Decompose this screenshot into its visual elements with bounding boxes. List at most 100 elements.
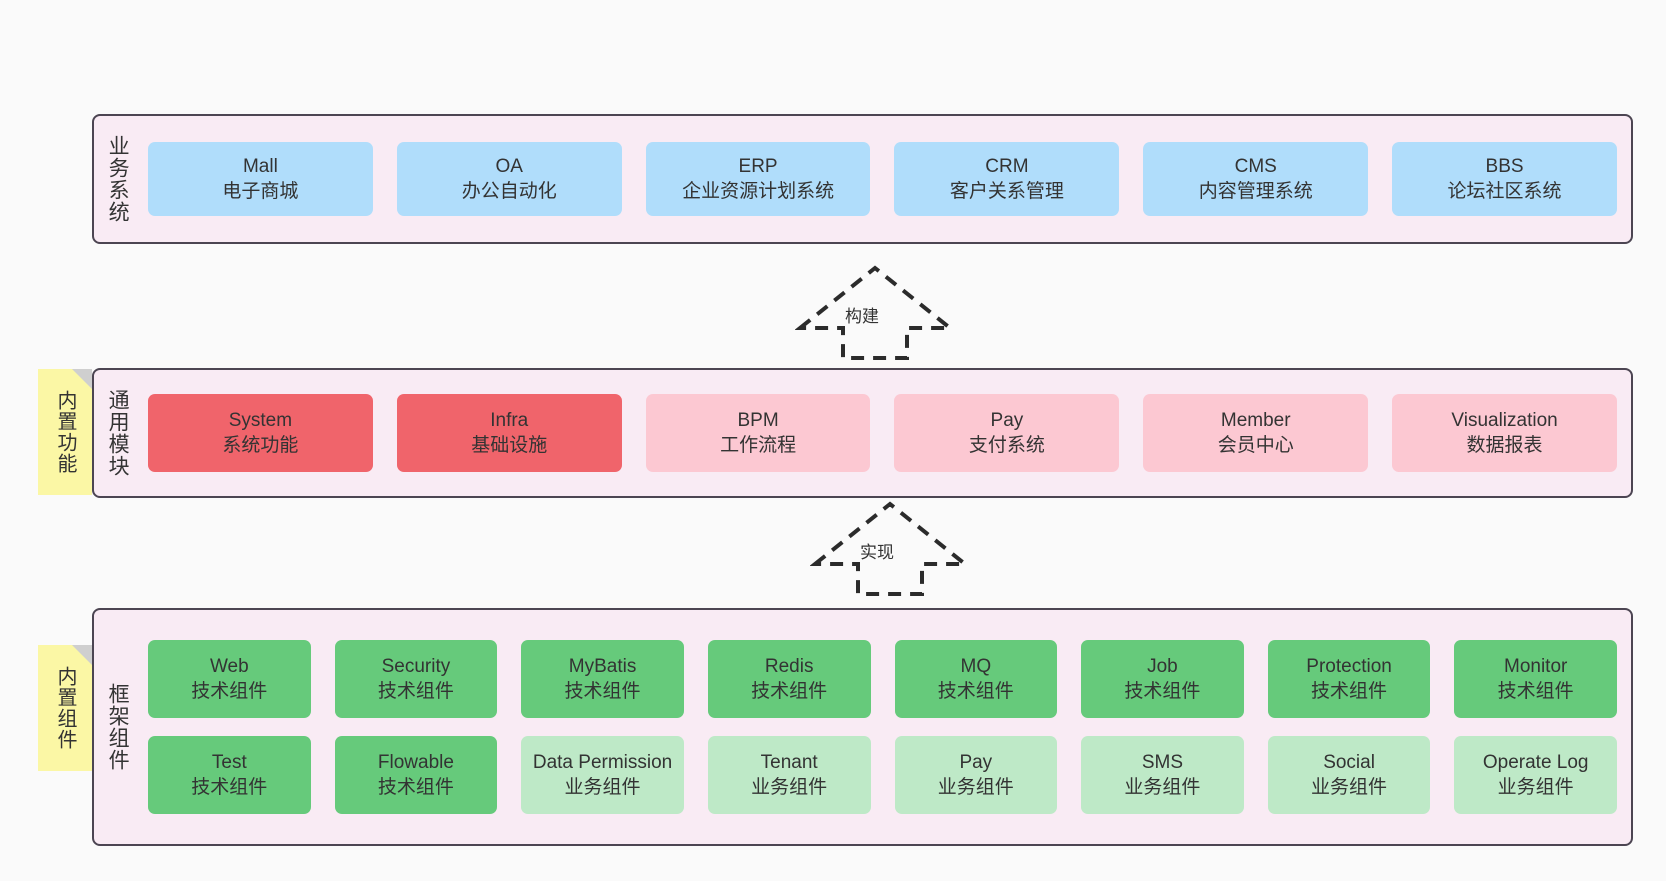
node-job-desc: 技术组件 — [1124, 681, 1201, 702]
node-test-desc: 技术组件 — [191, 777, 268, 798]
node-web-name: Web — [209, 655, 249, 677]
node-test[interactable]: Test 技术组件 — [148, 736, 311, 814]
node-system[interactable]: System 系统功能 — [148, 394, 373, 472]
node-bpm-desc: 工作流程 — [720, 435, 797, 456]
node-member[interactable]: Member 会员中心 — [1143, 394, 1369, 472]
node-protection-desc: 技术组件 — [1311, 681, 1388, 702]
node-member-name: Member — [1220, 409, 1291, 431]
node-pay-component-desc: 业务组件 — [937, 777, 1014, 798]
note-builtin-component-label: 内置组件 — [54, 666, 76, 750]
node-erp[interactable]: ERP 企业资源计划系统 — [645, 142, 871, 216]
node-visualization-name: Visualization — [1451, 409, 1558, 431]
node-cms[interactable]: CMS 内容管理系统 — [1143, 142, 1369, 216]
node-crm-desc: 客户关系管理 — [949, 181, 1064, 202]
node-mall[interactable]: Mall 电子商城 — [148, 142, 373, 216]
node-job-name: Job — [1147, 655, 1178, 677]
node-web[interactable]: Web 技术组件 — [148, 640, 311, 718]
node-mybatis[interactable]: MyBatis 技术组件 — [521, 640, 684, 718]
node-infra-desc: 基础设施 — [471, 435, 548, 456]
node-mybatis-desc: 技术组件 — [564, 681, 641, 702]
common-modules-row: System 系统功能 Infra 基础设施 BPM 工作流程 Pay 支付系统… — [148, 394, 1617, 472]
node-oa-desc: 办公自动化 — [461, 181, 557, 202]
node-redis-name: Redis — [764, 655, 814, 677]
node-sms-desc: 业务组件 — [1124, 777, 1201, 798]
layer-business-systems[interactable]: 业务系统 Mall 电子商城 OA 办公自动化 ERP 企业资源计划系统 CRM… — [92, 114, 1633, 244]
node-mybatis-name: MyBatis — [568, 655, 637, 677]
node-protection[interactable]: Protection 技术组件 — [1267, 640, 1431, 718]
node-sms-name: SMS — [1141, 751, 1184, 773]
node-mall-desc: 电子商城 — [222, 181, 299, 202]
node-data-permission-name: Data Permission — [532, 751, 673, 773]
node-bbs[interactable]: BBS 论坛社区系统 — [1392, 142, 1617, 216]
node-flowable-desc: 技术组件 — [377, 777, 454, 798]
node-data-permission-desc: 业务组件 — [564, 777, 641, 798]
layer-common-modules-body: System 系统功能 Infra 基础设施 BPM 工作流程 Pay 支付系统… — [140, 370, 1631, 496]
layer-business-systems-body: Mall 电子商城 OA 办公自动化 ERP 企业资源计划系统 CRM 客户关系… — [140, 116, 1631, 242]
note-fold-corner-icon — [72, 645, 92, 665]
note-builtin-function[interactable]: 内置功能 — [38, 369, 92, 495]
node-security-name: Security — [381, 655, 451, 677]
node-job[interactable]: Job 技术组件 — [1081, 640, 1244, 718]
node-pay-module[interactable]: Pay 支付系统 — [894, 394, 1120, 472]
node-bbs-desc: 论坛社区系统 — [1447, 181, 1562, 202]
node-cms-desc: 内容管理系统 — [1198, 181, 1313, 202]
layer-common-modules[interactable]: 通用模块 System 系统功能 Infra 基础设施 BPM 工作流程 Pay… — [92, 368, 1633, 498]
node-test-name: Test — [211, 751, 247, 773]
node-flowable[interactable]: Flowable 技术组件 — [334, 736, 498, 814]
arrow-build-label: 构建 — [845, 307, 879, 326]
note-builtin-component[interactable]: 内置组件 — [38, 645, 92, 771]
node-erp-desc: 企业资源计划系统 — [682, 181, 835, 202]
node-pay-component-name: Pay — [959, 751, 993, 773]
node-tenant-desc: 业务组件 — [751, 777, 828, 798]
layer-business-systems-title: 业务系统 — [106, 135, 130, 223]
layer-framework-components[interactable]: 框架组件 Web 技术组件 Security 技术组件 MyBatis 技术组件… — [92, 608, 1633, 846]
node-redis[interactable]: Redis 技术组件 — [707, 640, 871, 718]
node-operate-log-desc: 业务组件 — [1497, 777, 1574, 798]
node-pay-component[interactable]: Pay 业务组件 — [894, 736, 1058, 814]
node-pay-module-name: Pay — [990, 409, 1024, 431]
node-data-permission[interactable]: Data Permission 业务组件 — [521, 736, 684, 814]
node-security[interactable]: Security 技术组件 — [334, 640, 498, 718]
node-operate-log[interactable]: Operate Log 业务组件 — [1454, 736, 1617, 814]
node-monitor-name: Monitor — [1504, 655, 1568, 677]
node-protection-name: Protection — [1306, 655, 1392, 677]
node-bbs-name: BBS — [1485, 155, 1524, 177]
arrow-build-icon — [795, 265, 955, 360]
node-monitor[interactable]: Monitor 技术组件 — [1454, 640, 1617, 718]
node-system-desc: 系统功能 — [222, 435, 299, 456]
node-visualization[interactable]: Visualization 数据报表 — [1392, 394, 1617, 472]
note-fold-corner-icon — [72, 369, 92, 389]
node-mq-name: MQ — [960, 655, 992, 677]
node-security-desc: 技术组件 — [377, 681, 454, 702]
node-bpm-name: BPM — [737, 409, 779, 431]
business-systems-row: Mall 电子商城 OA 办公自动化 ERP 企业资源计划系统 CRM 客户关系… — [148, 142, 1617, 216]
node-mq[interactable]: MQ 技术组件 — [894, 640, 1058, 718]
framework-components-row-1: Web 技术组件 Security 技术组件 MyBatis 技术组件 Redi… — [148, 640, 1617, 718]
layer-framework-components-body: Web 技术组件 Security 技术组件 MyBatis 技术组件 Redi… — [140, 610, 1631, 844]
node-social-name: Social — [1323, 751, 1375, 773]
node-crm[interactable]: CRM 客户关系管理 — [894, 142, 1120, 216]
node-tenant[interactable]: Tenant 业务组件 — [707, 736, 871, 814]
node-oa[interactable]: OA 办公自动化 — [396, 142, 622, 216]
node-flowable-name: Flowable — [377, 751, 454, 773]
node-bpm[interactable]: BPM 工作流程 — [645, 394, 871, 472]
node-mq-desc: 技术组件 — [937, 681, 1014, 702]
node-web-desc: 技术组件 — [191, 681, 268, 702]
layer-framework-components-title: 框架组件 — [106, 683, 130, 771]
node-infra[interactable]: Infra 基础设施 — [396, 394, 622, 472]
framework-components-row-2: Test 技术组件 Flowable 技术组件 Data Permission … — [148, 736, 1617, 814]
node-social-desc: 业务组件 — [1311, 777, 1388, 798]
node-cms-name: CMS — [1234, 155, 1277, 177]
node-monitor-desc: 技术组件 — [1497, 681, 1574, 702]
node-visualization-desc: 数据报表 — [1466, 435, 1543, 456]
node-erp-name: ERP — [738, 155, 778, 177]
node-oa-name: OA — [495, 155, 523, 177]
node-crm-name: CRM — [985, 155, 1029, 177]
node-social[interactable]: Social 业务组件 — [1267, 736, 1431, 814]
node-infra-name: Infra — [490, 409, 529, 431]
node-system-name: System — [228, 409, 293, 431]
node-sms[interactable]: SMS 业务组件 — [1081, 736, 1244, 814]
arrow-implement-label: 实现 — [860, 543, 894, 562]
node-member-desc: 会员中心 — [1217, 435, 1294, 456]
